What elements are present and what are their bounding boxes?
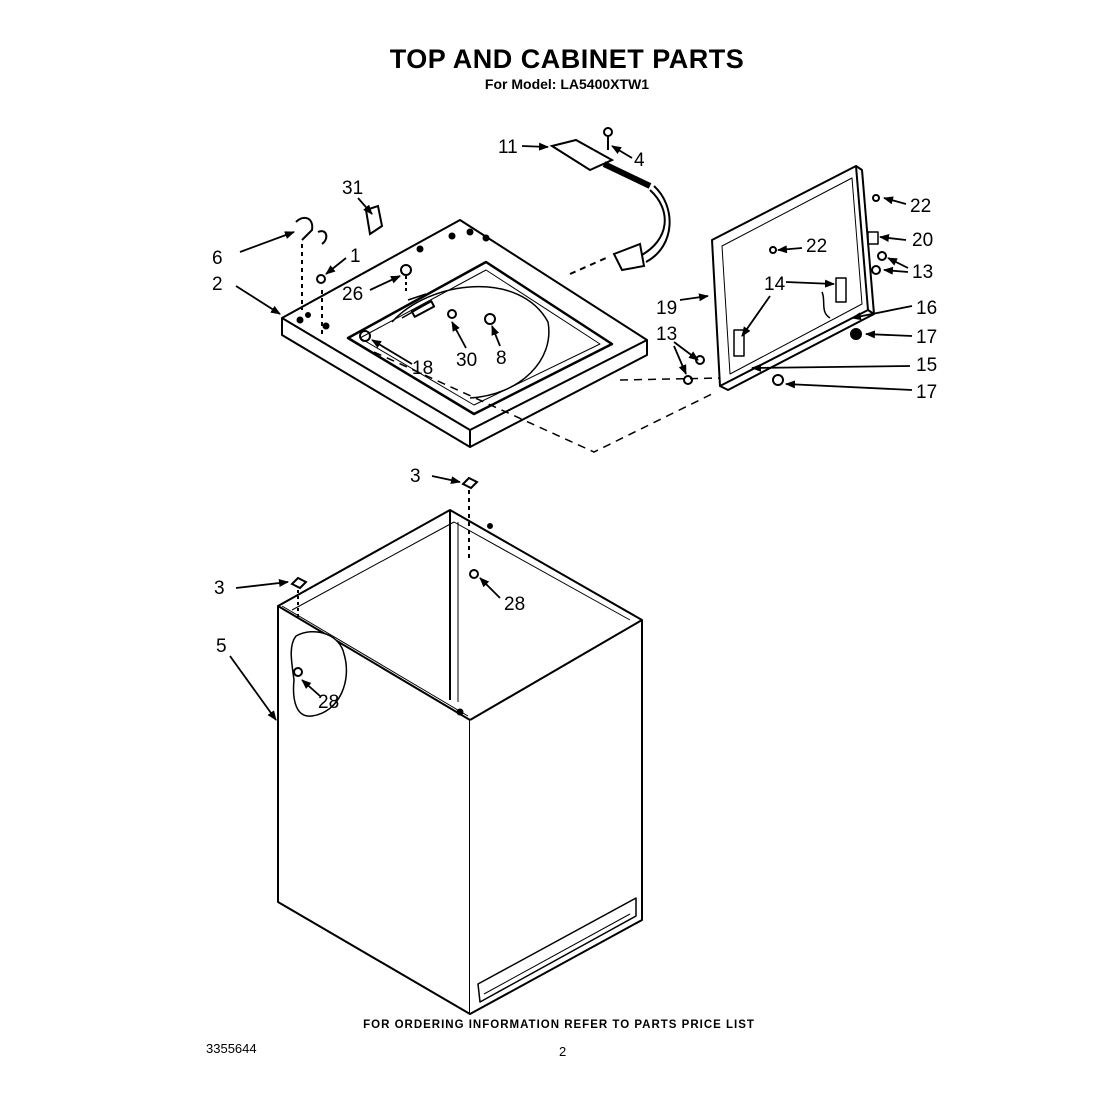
callout-28-rear: 28	[504, 594, 525, 615]
callout-15: 15	[916, 355, 937, 376]
washer-top-panel	[281, 219, 648, 448]
lid-switch-harness	[549, 138, 671, 275]
washer-cabinet	[277, 509, 643, 1015]
callout-2: 2	[212, 274, 223, 295]
hardware-parts	[290, 127, 887, 677]
callout-17-lower: 17	[916, 382, 937, 403]
callout-30: 30	[456, 350, 477, 371]
callout-16: 16	[916, 298, 937, 319]
callout-3-front: 3	[214, 578, 225, 599]
callout-1: 1	[350, 246, 361, 267]
alignment-lines	[373, 351, 721, 453]
callout-17-upper: 17	[916, 327, 937, 348]
callout-18: 18	[412, 358, 433, 379]
callout-19: 19	[656, 298, 677, 319]
ordering-info-note: FOR ORDERING INFORMATION REFER TO PARTS …	[363, 1019, 755, 1031]
callout-labels: 11 4 31 22 22 20 13 6 1 2 26 14 16 19 17…	[212, 137, 937, 713]
callout-6: 6	[212, 248, 223, 269]
model-subtitle: For Model: LA5400XTW1	[484, 76, 650, 92]
callout-22-lower: 22	[806, 236, 827, 257]
page-number: 2	[559, 1044, 567, 1059]
callout-26: 26	[342, 284, 363, 305]
callout-22-upper: 22	[910, 196, 931, 217]
document-number: 3355644	[206, 1041, 257, 1056]
callout-14: 14	[764, 274, 786, 295]
callout-5: 5	[216, 636, 227, 657]
washer-lid	[711, 165, 879, 391]
callout-3-rear: 3	[410, 466, 421, 487]
callout-28-front: 28	[318, 692, 339, 713]
page-title: TOP AND CABINET PARTS	[389, 44, 745, 74]
callout-4: 4	[634, 150, 645, 171]
callout-11: 11	[498, 137, 518, 158]
callout-13-right: 13	[912, 262, 933, 283]
callout-13-left: 13	[656, 324, 677, 345]
callout-8: 8	[496, 348, 507, 369]
callout-31: 31	[342, 178, 363, 199]
callout-20: 20	[912, 230, 933, 251]
callout-leaders	[229, 142, 913, 721]
